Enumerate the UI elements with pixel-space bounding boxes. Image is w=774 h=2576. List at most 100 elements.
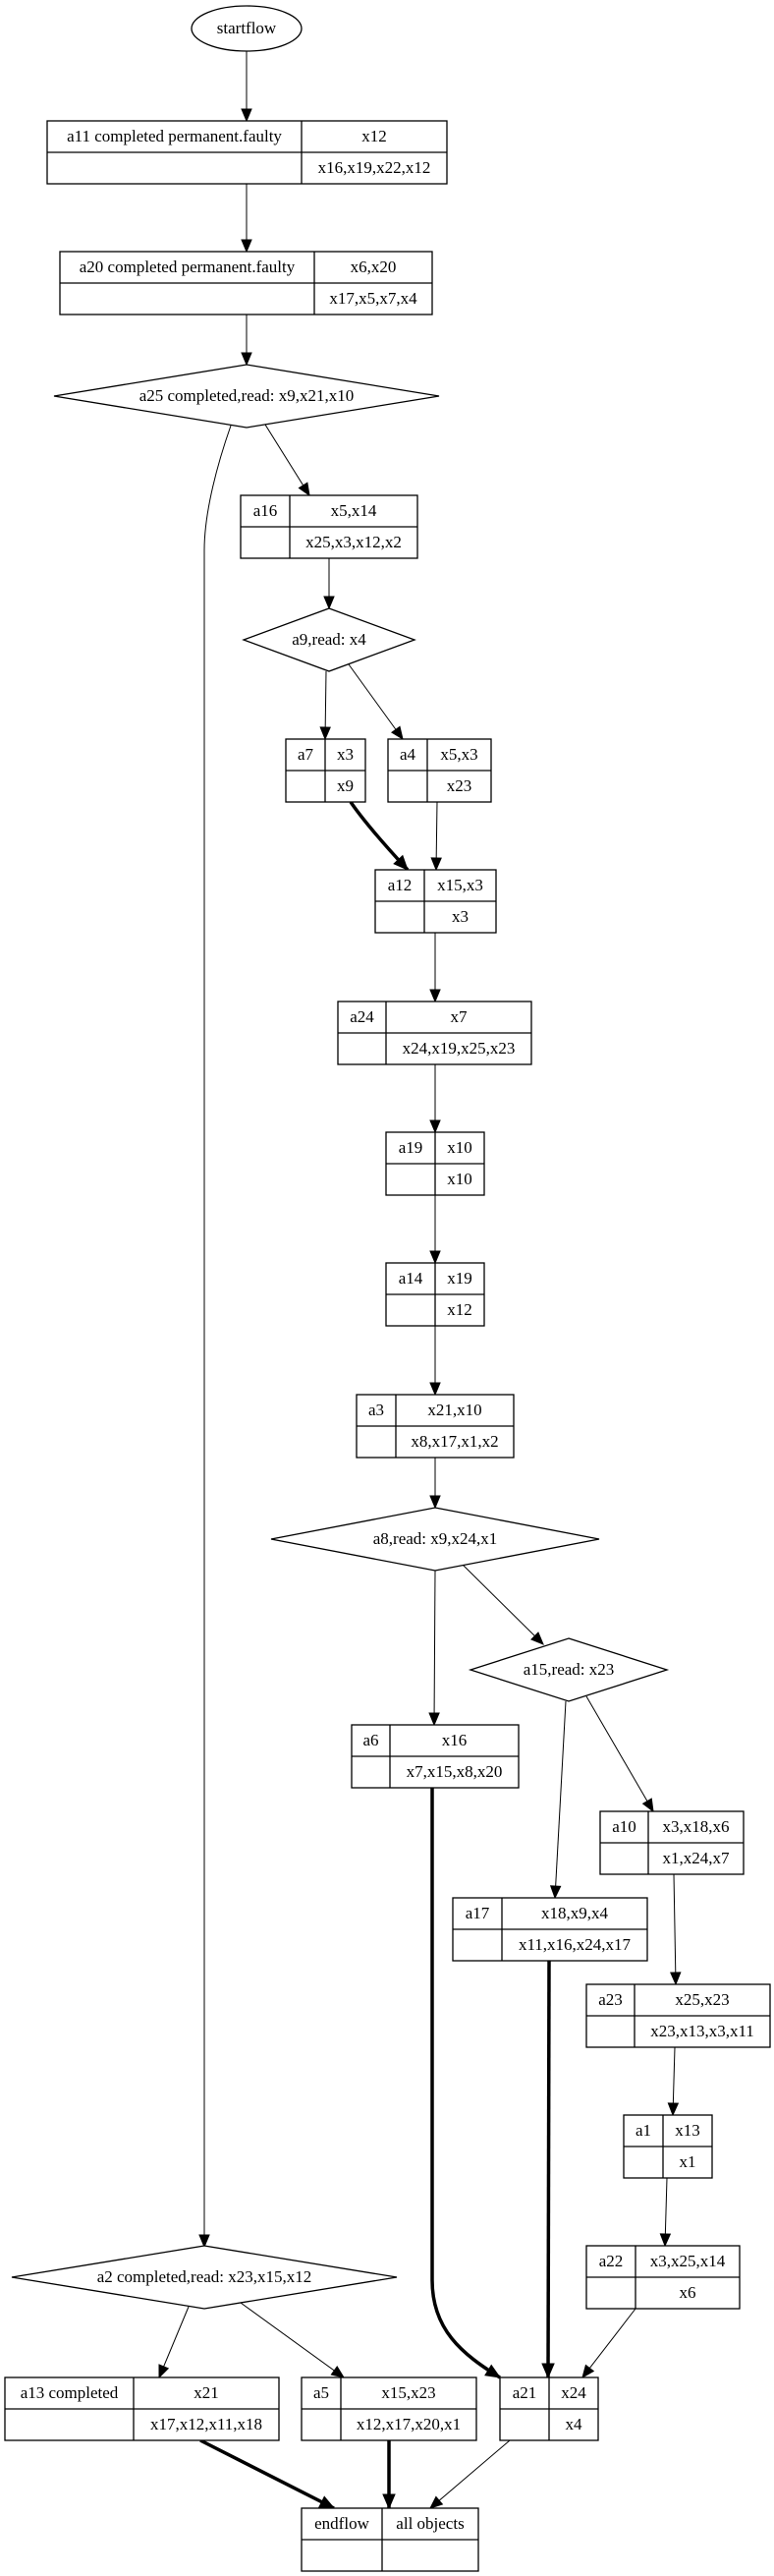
node-top-value: x12	[361, 127, 387, 145]
node-name: a6	[362, 1731, 378, 1749]
arrowhead-icon	[319, 726, 331, 741]
node-bottom-value: x6	[680, 2283, 696, 2302]
node-top-value: x18,x9,x4	[541, 1904, 609, 1922]
node-name: a10	[612, 1817, 636, 1836]
arrowhead-icon	[430, 857, 442, 872]
node-name: a12	[388, 876, 413, 894]
edge-a6-to-a21	[430, 1788, 502, 2379]
node-bottom-value: x23,x13,x3,x11	[650, 2022, 754, 2040]
edge-a24-to-a19	[429, 1064, 441, 1134]
decision-diamond	[468, 1637, 670, 1702]
edge-a2-to-a5	[240, 2302, 346, 2378]
edge-a5-to-endflow	[382, 2440, 396, 2510]
node-bottom-value: x4	[566, 2415, 583, 2433]
node-top-value: x19	[447, 1269, 472, 1288]
node-bottom-value: x1	[680, 2152, 696, 2171]
node-name: a16	[253, 501, 278, 520]
decision-diamond	[11, 2245, 398, 2310]
node-bottom-value: x8,x17,x1,x2	[411, 1432, 498, 1451]
node-a9[interactable]: a9,read: x4	[242, 607, 416, 672]
start-ellipse	[191, 5, 303, 52]
edge-a3-to-a8	[429, 1458, 441, 1510]
node-bottom-value: x10	[447, 1170, 472, 1188]
edge-a22-to-a21	[581, 2308, 636, 2379]
arrowhead-icon	[641, 1798, 654, 1813]
edge-startflow-to-a11	[241, 51, 252, 123]
node-a8[interactable]: a8,read: x9,x24,x1	[270, 1507, 600, 1572]
node-bottom-value: x24,x19,x25,x23	[403, 1039, 516, 1058]
node-top-value: x25,x23	[675, 1990, 729, 2009]
edges-layer	[158, 51, 682, 2510]
edge-a13-to-endflow	[199, 2438, 336, 2510]
edge-a16-to-a9	[323, 558, 335, 610]
node-name: a5	[313, 2383, 329, 2402]
edge-line	[203, 425, 232, 2247]
decision-label: a25 completed,read: x9,x21,x10	[139, 386, 355, 405]
edge-line	[158, 2306, 190, 2378]
node-a25[interactable]: a25 completed,read: x9,x21,x10	[53, 364, 440, 429]
arrowhead-icon	[659, 2233, 672, 2248]
edge-a10-to-a23	[670, 1873, 682, 1986]
decision-label: a15,read: x23	[524, 1660, 615, 1679]
edge-a19-to-a14	[429, 1195, 441, 1265]
edge-a1-to-a22	[659, 2177, 672, 2248]
edge-a2-to-a13	[158, 2306, 190, 2379]
node-name: a11 completed permanent.faulty	[67, 127, 282, 145]
node-top-value: x3	[337, 745, 354, 764]
start-label: startflow	[217, 19, 277, 37]
decision-diamond	[53, 364, 440, 429]
node-top-value: x21,x10	[427, 1401, 481, 1419]
node-top-value: x7	[451, 1007, 469, 1026]
node-top-value: x5,x3	[440, 745, 477, 764]
edge-line	[348, 663, 404, 740]
arrowhead-icon	[382, 2493, 396, 2510]
arrowhead-icon	[549, 1885, 562, 1900]
node-a15[interactable]: a15,read: x23	[468, 1637, 670, 1702]
node-top-value: x15,x3	[437, 876, 483, 894]
arrowhead-icon	[241, 352, 252, 367]
edge-line	[673, 1873, 677, 1985]
arrowhead-icon	[429, 1495, 441, 1510]
node-bottom-value: x16,x19,x22,x12	[318, 158, 431, 177]
edge-line	[546, 1960, 551, 2378]
arrowhead-icon	[541, 2363, 555, 2379]
node-a2[interactable]: a2 completed,read: x23,x15,x12	[11, 2245, 398, 2310]
node-name: a3	[368, 1401, 384, 1419]
node-endflow[interactable]: endflow all objects	[301, 2507, 479, 2572]
arrowhead-icon	[318, 2495, 336, 2509]
arrowhead-icon	[429, 2495, 444, 2509]
node-bottom-value: x12	[447, 1300, 472, 1319]
node-name: a17	[466, 1904, 490, 1922]
edge-a25-to-a2	[198, 425, 232, 2249]
arrowhead-icon	[323, 596, 335, 610]
node-a3[interactable]: a3 x21,x10 x8,x17,x1,x2	[356, 1394, 515, 1459]
edge-a8-to-a6	[428, 1570, 440, 1727]
edge-a15-to-a10	[585, 1695, 654, 1813]
node-name: a7	[298, 745, 314, 764]
node-startflow[interactable]: startflow	[191, 5, 303, 52]
node-top-value: x5,x14	[331, 501, 377, 520]
node-name: a1	[636, 2121, 651, 2140]
edge-a20-to-a25	[241, 315, 252, 367]
node-top-value: all objects	[396, 2514, 464, 2533]
node-a11[interactable]: a11 completed permanent.faulty x12 x16,x19…	[46, 120, 448, 185]
node-name: endflow	[314, 2514, 369, 2533]
arrowhead-icon	[198, 2234, 210, 2249]
